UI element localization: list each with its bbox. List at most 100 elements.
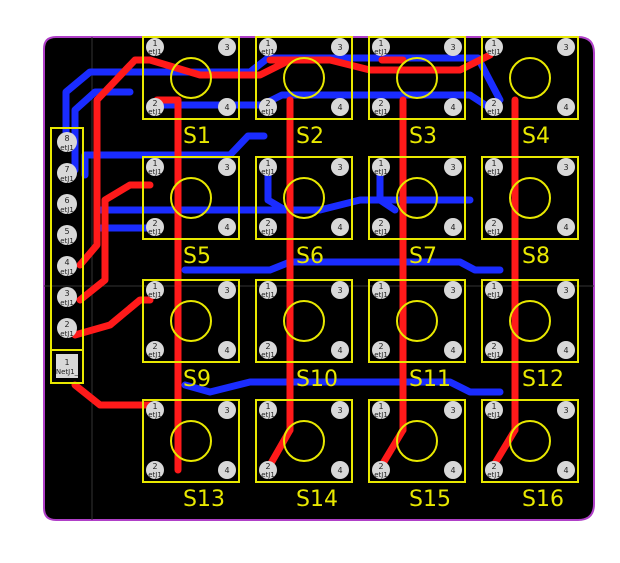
switch-pad[interactable] <box>218 281 236 299</box>
switch-pad[interactable] <box>372 461 390 479</box>
switch-pad[interactable] <box>444 218 462 236</box>
switch-pad[interactable] <box>146 341 164 359</box>
connector-pin-2[interactable] <box>57 318 77 338</box>
switch-pad[interactable] <box>331 401 349 419</box>
switch-pad[interactable] <box>146 98 164 116</box>
connector-pin-7[interactable] <box>57 163 77 183</box>
connector-pin-5[interactable] <box>57 225 77 245</box>
switch-pad[interactable] <box>259 158 277 176</box>
switch-pad[interactable] <box>485 461 503 479</box>
switch-pad[interactable] <box>259 461 277 479</box>
pad-number: 1 <box>491 159 496 168</box>
switch-pad[interactable] <box>444 281 462 299</box>
switch-pad[interactable] <box>259 38 277 56</box>
switch-pad[interactable] <box>444 401 462 419</box>
connector-pin-1[interactable] <box>56 354 78 378</box>
switch-pad[interactable] <box>218 461 236 479</box>
switch-pad[interactable] <box>557 218 575 236</box>
switch-pad[interactable] <box>372 281 390 299</box>
switch-pad[interactable] <box>372 158 390 176</box>
switch-pad[interactable] <box>259 281 277 299</box>
pad-number: 1 <box>265 159 270 168</box>
switch-pad[interactable] <box>557 281 575 299</box>
switch-pad[interactable] <box>485 158 503 176</box>
switch-pad[interactable] <box>218 98 236 116</box>
switch-pad[interactable] <box>331 461 349 479</box>
switch-pad[interactable] <box>485 98 503 116</box>
switch-pad[interactable] <box>331 158 349 176</box>
switch-pad[interactable] <box>146 38 164 56</box>
switch-pad[interactable] <box>331 98 349 116</box>
connector-pin-6[interactable] <box>57 194 77 214</box>
switch-pad[interactable] <box>218 401 236 419</box>
switch-pad[interactable] <box>372 218 390 236</box>
connector-j1[interactable]: 8etJ17etJ16etJ15etJ14etJ13etJ12etJ11NetJ… <box>50 127 84 384</box>
switch-pad[interactable] <box>218 158 236 176</box>
pad-number: 3 <box>224 406 229 415</box>
connector-pin-3[interactable] <box>57 287 77 307</box>
switch-pad[interactable] <box>557 461 575 479</box>
switch-pad[interactable] <box>146 461 164 479</box>
pad-net-label: etJ1 <box>261 228 275 236</box>
switch-pad[interactable] <box>146 401 164 419</box>
switch-pad[interactable] <box>259 218 277 236</box>
pad-net-label: etJ1 <box>261 108 275 116</box>
switch-pad[interactable] <box>485 218 503 236</box>
switch-pad[interactable] <box>557 401 575 419</box>
switch-pad[interactable] <box>485 341 503 359</box>
switch-pad[interactable] <box>372 38 390 56</box>
switch-pad[interactable] <box>146 218 164 236</box>
switch-pad[interactable] <box>372 401 390 419</box>
switch-pad[interactable] <box>331 38 349 56</box>
switch-pad[interactable] <box>218 38 236 56</box>
switch-pad[interactable] <box>557 98 575 116</box>
pad-number: 1 <box>491 39 496 48</box>
switch-pad[interactable] <box>557 38 575 56</box>
switch-pad[interactable] <box>218 341 236 359</box>
switch-pad[interactable] <box>259 98 277 116</box>
switch-pad[interactable] <box>444 341 462 359</box>
connector-pin-4[interactable] <box>57 256 77 276</box>
switch-pad[interactable] <box>444 158 462 176</box>
switch-pad[interactable] <box>557 341 575 359</box>
switch-pad[interactable] <box>146 281 164 299</box>
switch-pad[interactable] <box>485 38 503 56</box>
switch-pad[interactable] <box>372 341 390 359</box>
switch-pad[interactable] <box>485 281 503 299</box>
switch-actuator <box>283 57 325 99</box>
switch-pad[interactable] <box>372 98 390 116</box>
switch-pad[interactable] <box>331 218 349 236</box>
switch-pad[interactable] <box>444 461 462 479</box>
switch-pad[interactable] <box>259 341 277 359</box>
switch-pad[interactable] <box>557 158 575 176</box>
switch-pad[interactable] <box>331 341 349 359</box>
switch-pad[interactable] <box>259 401 277 419</box>
switch-pad[interactable] <box>331 281 349 299</box>
pad-number: 4 <box>563 223 568 232</box>
switch-pad[interactable] <box>218 218 236 236</box>
switch-label: S1 <box>183 124 211 149</box>
switch-pad[interactable] <box>146 158 164 176</box>
switch-pad[interactable] <box>444 38 462 56</box>
switch-pad[interactable] <box>444 98 462 116</box>
pad-net-label: etJ1 <box>148 108 162 116</box>
connector-pin-8[interactable] <box>57 132 77 152</box>
switch-pad[interactable] <box>485 401 503 419</box>
